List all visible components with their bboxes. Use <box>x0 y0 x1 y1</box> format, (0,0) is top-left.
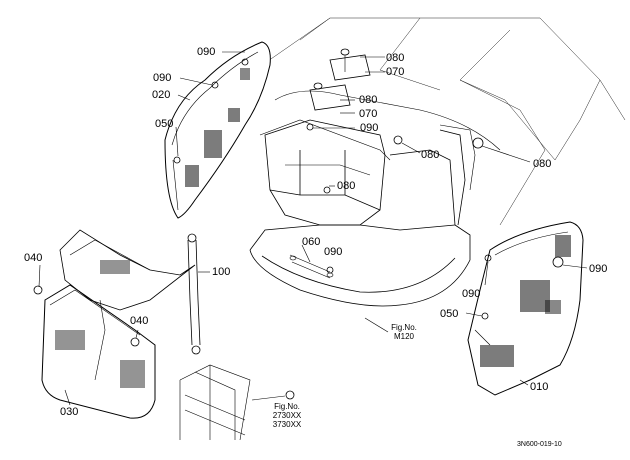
part-label-090: 090 <box>589 263 608 275</box>
part-label-060: 060 <box>302 236 321 248</box>
lower-frame <box>179 364 251 441</box>
fig-ref-number: M120 <box>393 332 414 341</box>
part-label-090: 090 <box>153 72 172 84</box>
part-label-080: 080 <box>421 149 440 161</box>
part-label-040: 040 <box>24 252 43 264</box>
part-label-090: 090 <box>360 122 379 134</box>
part-label-100: 100 <box>212 266 231 278</box>
part-label-080: 080 <box>386 52 405 64</box>
part-label-010: 010 <box>530 381 549 393</box>
bracket-070-upper <box>309 48 371 111</box>
fig-ref-m120: Fig.No. M120 <box>386 323 422 341</box>
panel-030 <box>41 229 196 419</box>
fig-ref-2730xx: Fig.No. 2730XX 3730XX <box>267 402 307 429</box>
part-label-090: 090 <box>197 46 216 58</box>
center-frame <box>249 119 471 307</box>
part-label-040: 040 <box>130 315 149 327</box>
strap-100 <box>187 233 201 355</box>
part-label-050: 050 <box>440 308 459 320</box>
fig-ref-number: 3730XX <box>272 420 302 429</box>
part-label-090: 090 <box>462 288 481 300</box>
part-label-090: 090 <box>324 246 343 258</box>
part-label-050: 050 <box>155 118 174 130</box>
part-label-070: 070 <box>359 108 378 120</box>
leader-lines <box>38 51 588 406</box>
part-label-080: 080 <box>337 180 356 192</box>
machine-body-outline <box>254 17 626 226</box>
fig-ref-line: Fig.No. <box>391 323 417 332</box>
part-label-080: 080 <box>533 158 552 170</box>
part-label-080: 080 <box>359 94 378 106</box>
fig-ref-number: 2730XX <box>272 411 302 420</box>
part-label-020: 020 <box>152 89 171 101</box>
fig-ref-line: Fig.No. <box>274 402 300 411</box>
diagram-code: 3N600-019-10 <box>517 441 562 448</box>
part-label-030: 030 <box>60 406 79 418</box>
part-label-070: 070 <box>386 66 405 78</box>
panel-texture <box>55 68 571 388</box>
